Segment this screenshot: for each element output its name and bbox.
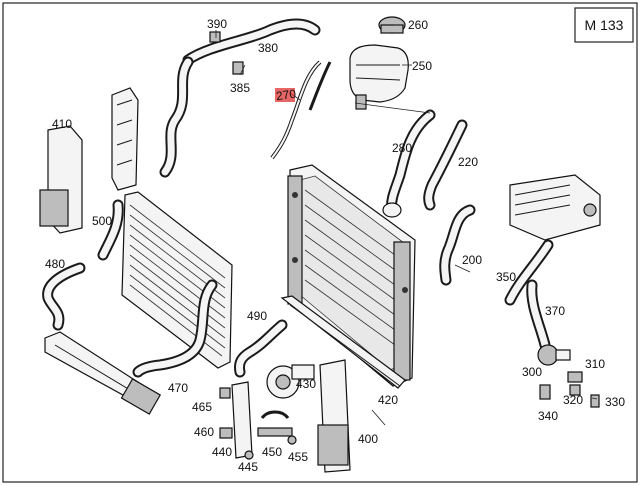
label-370: 370: [545, 304, 565, 318]
condenser-fins: [129, 204, 226, 357]
label-410: 410: [52, 117, 72, 131]
label-470: 470: [168, 381, 188, 395]
hose-380[interactable]: [182, 18, 321, 66]
hose-200[interactable]: [439, 204, 476, 286]
label-465: 465: [192, 400, 212, 414]
label-320: 320: [563, 393, 583, 407]
label-445: 445: [238, 460, 258, 474]
hose-350[interactable]: [504, 239, 554, 306]
label-480: 480: [45, 257, 65, 271]
hose-370[interactable]: [526, 279, 551, 351]
label-380: 380: [258, 41, 278, 55]
label-250: 250: [412, 59, 432, 73]
part-labels: 390 380 385 270 260 250 410 280 220 500 …: [45, 17, 625, 474]
pump-300[interactable]: [537, 344, 571, 366]
bracket-440[interactable]: [231, 381, 253, 459]
radiator-core-fins: [304, 189, 396, 346]
label-390: 390: [207, 17, 227, 31]
label-340: 340: [538, 409, 558, 423]
label-455: 455: [288, 450, 308, 464]
expansion-tank-cap[interactable]: [378, 16, 406, 34]
bracket-400[interactable]: [317, 359, 351, 473]
label-460: 460: [194, 425, 214, 439]
label-420: 420: [378, 393, 398, 407]
label-200: 200: [462, 253, 482, 267]
label-440: 440: [212, 445, 232, 459]
label-430: 430: [296, 377, 316, 391]
label-310: 310: [585, 357, 605, 371]
condenser[interactable]: [121, 191, 233, 369]
small-fasteners[interactable]: [209, 31, 600, 460]
label-270: 270: [275, 86, 297, 103]
radiator[interactable]: [287, 164, 416, 387]
radiator-lower-bracket[interactable]: [280, 295, 406, 389]
label-220: 220: [458, 155, 478, 169]
label-280: 280: [392, 141, 412, 155]
label-450: 450: [262, 445, 282, 459]
label-490: 490: [247, 309, 267, 323]
heat-exchanger[interactable]: [509, 174, 601, 241]
label-500: 500: [92, 214, 112, 228]
pipe-270[interactable]: [270, 60, 332, 160]
model-tag-text: M 133: [585, 17, 624, 33]
auxiliary-cooler-top[interactable]: [111, 87, 139, 191]
clamp-450[interactable]: [257, 410, 293, 437]
model-tag: M 133: [574, 7, 634, 43]
hose-480[interactable]: [42, 262, 86, 331]
label-400: 400: [358, 432, 378, 446]
intercooler[interactable]: [44, 331, 162, 415]
auxiliary-cooler-410[interactable]: [39, 125, 83, 234]
expansion-tank[interactable]: [349, 44, 409, 110]
hose-500[interactable]: [97, 199, 124, 261]
hose-220[interactable]: [423, 119, 468, 211]
label-300: 300: [522, 365, 542, 379]
water-pump-430[interactable]: [266, 364, 315, 399]
label-385: 385: [230, 81, 250, 95]
label-260: 260: [408, 18, 428, 32]
highlight-270: [275, 88, 295, 102]
hose-left-vertical[interactable]: [159, 56, 194, 178]
hose-280[interactable]: [382, 109, 436, 218]
hose-470[interactable]: [132, 279, 218, 378]
label-350: 350: [496, 270, 516, 284]
label-330: 330: [605, 395, 625, 409]
hose-490[interactable]: [234, 319, 288, 378]
